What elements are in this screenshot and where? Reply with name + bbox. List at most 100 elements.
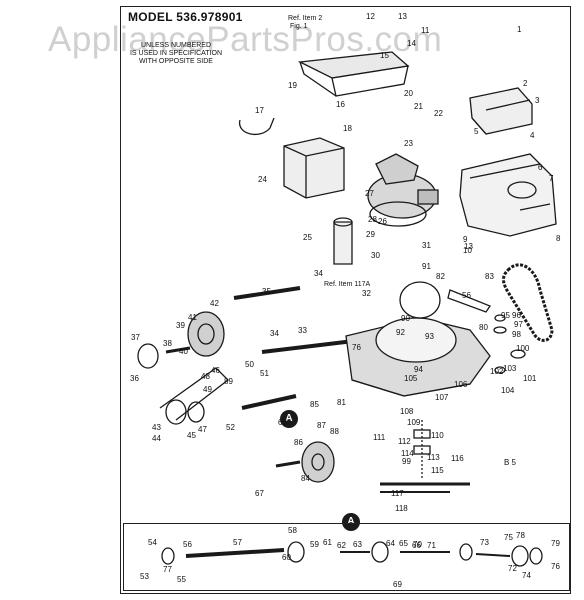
detail-inset (123, 523, 570, 591)
watermark: AppliancePartsPros.com (48, 20, 443, 59)
rear-rod (233, 286, 301, 300)
ref-fig: Fig. 1 (290, 23, 308, 30)
part-number-label: 96 (512, 311, 521, 320)
part-number-label: 14 (407, 39, 416, 48)
part-number-label: 49 (203, 385, 212, 394)
part-number-label: 81 (337, 398, 346, 407)
part-number-label: 67 (255, 489, 264, 498)
part-number-label: 16 (336, 100, 345, 109)
part-number-label: 95 (501, 311, 510, 320)
rear-wheel (187, 311, 225, 357)
part-number-label: 88 (330, 427, 339, 436)
part-number-label: 112 (398, 437, 411, 446)
part-number-label: 117 (391, 489, 404, 498)
front-wheel (275, 441, 335, 483)
part-number-label: 107 (435, 393, 449, 402)
part-number-label: 51 (260, 369, 269, 378)
part-number-label: 9 (463, 235, 468, 244)
part-number-label: 62 (337, 541, 346, 550)
part-number-label: 79 (551, 539, 560, 548)
part-number-label: 53 (140, 572, 149, 581)
part-number-label: 4 (530, 131, 535, 140)
part-number-label: 2 (523, 79, 528, 88)
part-number-label: 102 (490, 367, 504, 376)
part-number-label: 18 (343, 124, 352, 133)
part-number-label: 38 (163, 339, 172, 348)
mower-deck (345, 281, 491, 397)
part-number-label: 50 (245, 360, 254, 369)
part-number-label: 65 (399, 539, 408, 548)
part-number-label: 37 (131, 333, 140, 342)
part-number-label: 20 (404, 89, 413, 98)
part-number-label: 13 (464, 242, 473, 251)
part-number-label: 60 (282, 553, 291, 562)
part-number-label: 77 (163, 565, 172, 574)
part-number-label: 13 (398, 12, 407, 21)
part-number-label: 6 (538, 163, 543, 172)
part-number-label: 76 (352, 343, 361, 352)
part-number-label: 105 (404, 374, 418, 383)
note-line: WITH OPPOSITE SIDE (139, 58, 213, 65)
part-number-label: 113 (427, 453, 440, 462)
part-number-label: 23 (404, 139, 413, 148)
gear-wheel (137, 343, 191, 369)
part-number-label: 28 (368, 215, 377, 224)
part-number-label: 103 (503, 364, 517, 373)
part-number-label: 17 (255, 106, 264, 115)
part-number-label: 115 (431, 466, 444, 475)
part-number-label: 56 (183, 540, 192, 549)
part-number-label: 101 (523, 374, 537, 383)
callout-a-inset: A (342, 513, 360, 531)
part-number-label: 5 (474, 127, 479, 136)
blower-housing (459, 153, 557, 237)
part-number-label: 47 (198, 425, 207, 434)
part-number-label: 97 (514, 320, 523, 329)
engine-cover (469, 87, 533, 135)
part-number-label: 43 (152, 423, 161, 432)
diagram-note: UNLESS NUMBERED IS USED IN SPECIFICATION… (128, 42, 224, 66)
part-number-label: 86 (294, 438, 303, 447)
part-number-label: 89 (224, 377, 233, 386)
part-number-label: 87 (317, 421, 326, 430)
part-number-label: 44 (152, 434, 161, 443)
part-number-label: 94 (414, 365, 423, 374)
part-number-label: 27 (365, 189, 374, 198)
part-number-label: 109 (407, 418, 421, 427)
blade-assembly (380, 420, 470, 493)
part-number-label: 22 (434, 109, 443, 118)
part-number-label: 34 (314, 269, 323, 278)
part-number-label: 8 (556, 234, 561, 243)
part-number-label: 15 (380, 51, 389, 60)
part-number-label: 106 (454, 380, 468, 389)
part-number-label: 21 (414, 102, 423, 111)
part-number-label: 72 (508, 564, 517, 573)
part-number-label: 3 (535, 96, 540, 105)
inset-parts (161, 541, 543, 567)
part-number-label: 73 (480, 538, 489, 547)
part-number-label: 108 (400, 407, 414, 416)
part-number-label: 114 (401, 449, 414, 458)
part-number-label: 70 (413, 540, 422, 549)
part-number-label: 93 (425, 332, 434, 341)
handle-wire (239, 117, 275, 136)
part-number-label: 100 (516, 344, 530, 353)
part-number-label: 80 (479, 323, 488, 332)
part-number-label: 32 (362, 289, 371, 298)
part-number-label: 110 (431, 431, 444, 440)
part-number-label: 11 (421, 26, 430, 35)
part-number-label: 57 (233, 538, 242, 547)
part-number-label: 59 (310, 540, 319, 549)
hardware-stack (493, 314, 526, 374)
part-number-label: 24 (258, 175, 267, 184)
part-number-label: 82 (436, 272, 445, 281)
part-number-label: 76 (551, 562, 560, 571)
section-label: B 5 (504, 458, 517, 467)
ref-item-117a: Ref. Item 117A (324, 281, 371, 288)
model-title: MODEL 536.978901 (128, 10, 243, 24)
part-number-label: 45 (187, 431, 196, 440)
part-number-label: 104 (501, 386, 515, 395)
part-number-label: 83 (485, 272, 494, 281)
